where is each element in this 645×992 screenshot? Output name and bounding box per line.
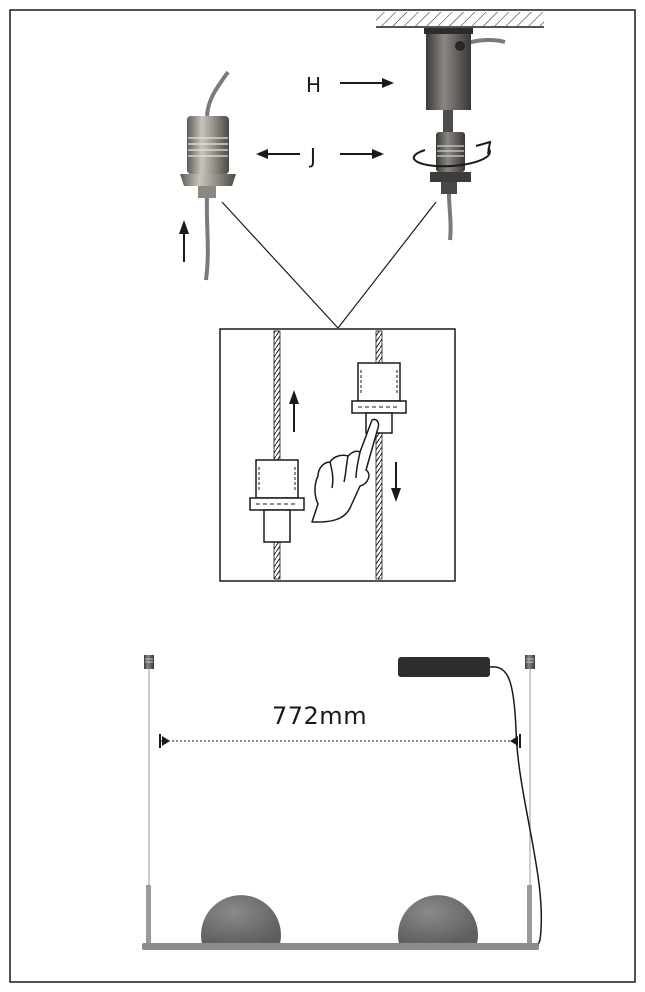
globe-right xyxy=(398,895,478,944)
driver-box xyxy=(398,657,490,677)
label-j: J xyxy=(310,144,316,168)
detail-box xyxy=(219,328,456,582)
ceiling-clamp-left xyxy=(144,655,154,669)
ceiling-clamp-right xyxy=(525,655,535,669)
page-border xyxy=(9,9,636,983)
arrow-up-detail xyxy=(289,390,299,432)
callout-line-right xyxy=(337,201,437,329)
rotate-arrow-icon xyxy=(412,140,492,168)
cable-gripper-right xyxy=(430,110,471,241)
globe-left xyxy=(200,895,281,944)
cable-gripper-left xyxy=(180,70,236,281)
arrow-up-left xyxy=(179,220,189,262)
label-h: H xyxy=(306,73,322,97)
detail-gripper-lower xyxy=(249,459,305,543)
ceiling-hatch-icon xyxy=(376,12,544,28)
dimension-label: 772mm xyxy=(272,702,368,730)
arrow-j-left xyxy=(256,149,300,159)
dimension-arrow-icon xyxy=(159,734,521,748)
light-bar xyxy=(142,943,539,950)
fixture-drawing xyxy=(142,655,543,950)
arrow-down-detail xyxy=(391,462,401,502)
ceiling-canopy xyxy=(424,28,506,110)
arrow-h xyxy=(340,78,394,88)
arrow-j-right xyxy=(340,149,384,159)
hand-pointer-icon xyxy=(311,418,380,523)
callout-line-left xyxy=(221,201,339,329)
